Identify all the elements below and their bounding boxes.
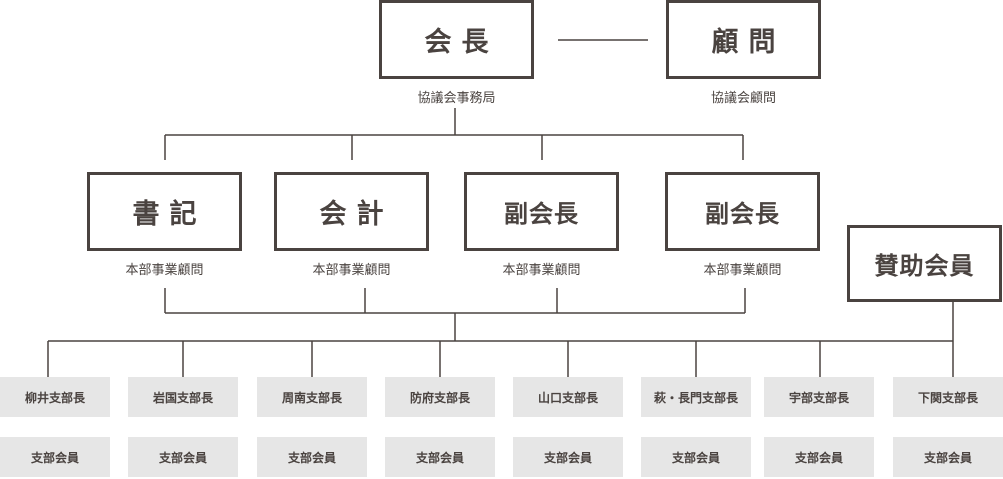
officer-label: 会計 [319,199,394,230]
officer-label: 副会長 [504,200,579,228]
officer-label: 書記 [132,199,207,230]
advisor-note: 協議会顧問 [710,91,776,106]
officer-box-vice-president-2: 副会長 [665,172,820,251]
supporting-members-label: 賛助会員 [874,252,975,280]
advisor-box: 顧問 [666,0,821,79]
branch-members-ube: 支部会員 [764,437,874,477]
branch-head-hagi-nagato: 萩・長門支部長 [641,377,751,417]
branch-members-hofu: 支部会員 [385,437,495,477]
officer-note: 本部事業顧問 [125,263,204,278]
branch-head-hofu: 防府支部長 [385,377,495,417]
officer-label: 副会長 [705,200,780,228]
branch-members-hagi-nagato: 支部会員 [641,437,751,477]
branch-head-yanai: 柳井支部長 [0,377,110,417]
officer-note: 本部事業顧問 [502,263,581,278]
president-box: 会長 [379,0,534,79]
branch-head-ube: 宇部支部長 [764,377,874,417]
officer-box-vice-president-1: 副会長 [464,172,619,251]
supporting-members-box: 賛助会員 [847,225,1002,302]
officer-box-secretary: 書記 [87,172,242,251]
branch-head-yamaguchi: 山口支部長 [513,377,623,417]
branch-members-yanai: 支部会員 [0,437,110,477]
officer-note: 本部事業顧問 [312,263,391,278]
president-note: 協議会事務局 [417,91,496,106]
officer-note: 本部事業顧問 [703,263,782,278]
branch-members-yamaguchi: 支部会員 [513,437,623,477]
branch-head-shunan: 周南支部長 [257,377,367,417]
branch-head-shimonoseki: 下関支部長 [893,377,1003,417]
president-label: 会長 [424,27,499,58]
branch-members-iwakuni: 支部会員 [128,437,238,477]
branch-members-shunan: 支部会員 [257,437,367,477]
branch-members-shimonoseki: 支部会員 [893,437,1003,477]
advisor-label: 顧問 [711,27,786,58]
branch-head-iwakuni: 岩国支部長 [128,377,238,417]
officer-box-treasurer: 会計 [274,172,429,251]
